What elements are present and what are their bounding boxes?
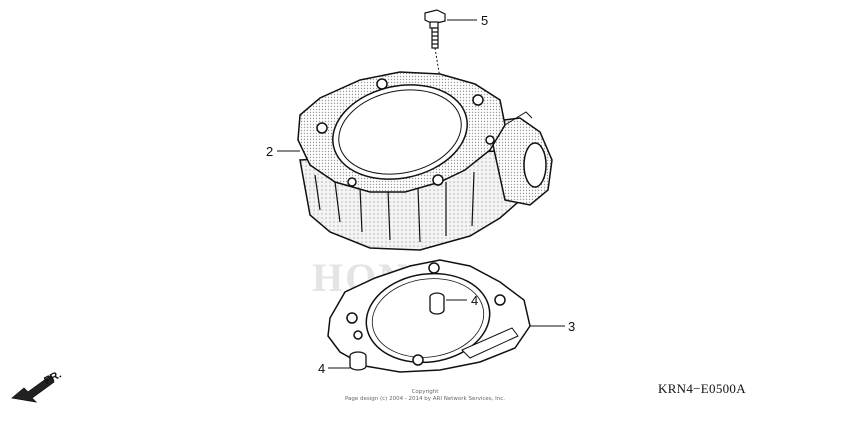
part-code: KRN4−E0500A <box>658 381 746 396</box>
copyright-line-1: Copyright <box>411 389 439 395</box>
gasket-3 <box>327 259 531 373</box>
bolt-5 <box>424 9 463 213</box>
leader-lines <box>277 19 565 369</box>
callout-5: 5 <box>481 13 489 28</box>
callout-2: 2 <box>266 144 274 159</box>
dowel-pin-lower-4 <box>349 351 367 371</box>
callout-4-lower: 4 <box>318 361 326 376</box>
callout-3: 3 <box>568 319 576 334</box>
copyright-line-2: Page design (c) 2004 - 2014 by ARI Netwo… <box>344 396 506 402</box>
dowel-pin-upper-4 <box>429 292 445 315</box>
cylinder-2 <box>297 71 553 251</box>
copyright-notice: Copyright Page design (c) 2004 - 2014 by… <box>300 389 550 403</box>
callout-4-upper: 4 <box>471 293 479 308</box>
front-direction-arrow <box>11 375 55 403</box>
